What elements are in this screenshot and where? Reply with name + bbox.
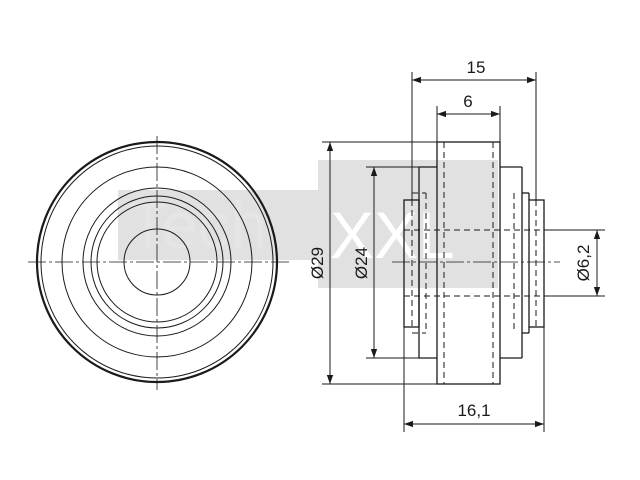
side-view — [392, 141, 560, 385]
dim-label-d29: Ø29 — [308, 247, 327, 279]
watermark-bar-left — [118, 190, 318, 260]
watermark-box-right — [318, 160, 498, 288]
watermark-right-text: XXL — [330, 198, 455, 272]
dim-label-d24: Ø24 — [352, 247, 371, 279]
dim-hub-width: 6 — [436, 92, 501, 142]
tread-body — [436, 141, 501, 385]
dim-overall-width: 15 — [411, 58, 537, 200]
watermark-left-text: Tech — [128, 188, 267, 262]
dim-total-length: 16,1 — [403, 327, 545, 432]
watermark: Tech XXL — [118, 160, 498, 288]
dim-label-d6-2: Ø6,2 — [574, 245, 593, 282]
dim-bore-diameter: Ø6,2 — [544, 229, 605, 297]
dim-inner-diameter: Ø24 — [352, 166, 419, 359]
dim-label-15: 15 — [467, 58, 486, 77]
front-view — [28, 136, 290, 390]
dim-outer-diameter: Ø29 — [308, 141, 437, 385]
dim-label-16-1: 16,1 — [457, 401, 490, 420]
dim-label-6: 6 — [463, 92, 472, 111]
